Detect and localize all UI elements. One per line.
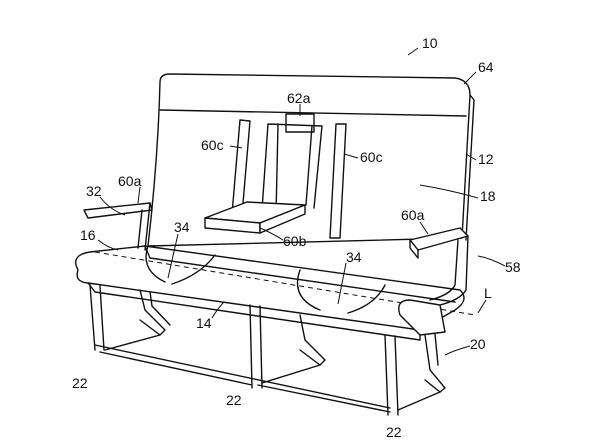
label-seat-recess-left: 34 <box>174 219 190 235</box>
label-arm-right: 58 <box>505 259 521 275</box>
frame <box>89 284 446 416</box>
label-axis: L <box>484 285 492 301</box>
label-slot-right: 60c <box>360 149 383 165</box>
label-slot-left: 60c <box>201 137 224 153</box>
label-top-edge: 64 <box>478 59 494 75</box>
seat-pan <box>75 245 476 341</box>
label-armrest-right: 60a <box>401 207 425 223</box>
label-seat-front: 16 <box>80 227 96 243</box>
label-leg-3: 22 <box>386 424 402 440</box>
tray <box>204 201 306 234</box>
label-backrest: 12 <box>478 151 494 167</box>
reference-labels: 10 64 62a 60c 60c 12 18 60a 32 34 16 60b… <box>72 35 521 440</box>
label-leg-1: 22 <box>72 375 88 391</box>
label-tray: 60b <box>283 233 307 249</box>
label-seat-recess-right: 34 <box>346 249 362 265</box>
backrest <box>147 73 475 247</box>
label-center-slot: 62a <box>287 90 311 106</box>
label-assembly: 10 <box>422 35 438 51</box>
leader-lines <box>97 47 506 356</box>
label-arm-left: 32 <box>86 183 102 199</box>
label-frame: 20 <box>470 336 486 352</box>
right-armrest <box>398 227 469 336</box>
label-leg-2: 22 <box>226 392 242 408</box>
backrest-slots <box>231 113 347 239</box>
left-armrest <box>83 202 153 251</box>
label-seat-pan: 14 <box>196 315 212 331</box>
label-back-surface: 18 <box>480 188 496 204</box>
label-armrest-left: 60a <box>118 173 142 189</box>
